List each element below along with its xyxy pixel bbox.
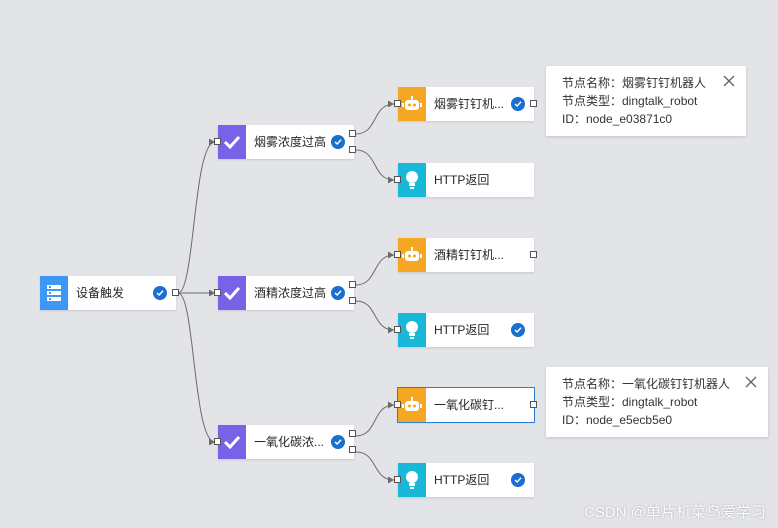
- node-http-smoke[interactable]: HTTP返回: [394, 163, 534, 197]
- node-http-alcohol[interactable]: HTTP返回: [394, 313, 534, 347]
- close-icon[interactable]: [744, 375, 758, 389]
- server-icon: [40, 276, 68, 310]
- output-port-true[interactable]: [349, 130, 356, 137]
- check-circle-icon: [331, 435, 345, 449]
- input-port[interactable]: [214, 138, 221, 145]
- output-port-false[interactable]: [349, 446, 356, 453]
- tooltip-node-id: ID：node_e5ecb5e0: [562, 413, 673, 427]
- node-robot-smoke[interactable]: 烟雾钉钉机...: [394, 87, 537, 121]
- tooltip-node-id: ID：node_e03871c0: [562, 112, 673, 126]
- edge-co-http: [355, 451, 395, 481]
- output-port-true[interactable]: [349, 281, 356, 288]
- close-icon[interactable]: [722, 74, 736, 88]
- check-mark-icon: [218, 276, 246, 310]
- check-circle-icon: [331, 135, 345, 149]
- input-port[interactable]: [394, 401, 401, 408]
- node-label: HTTP返回: [434, 473, 490, 487]
- robot-icon: [398, 388, 426, 422]
- node-device-trigger[interactable]: 设备触发: [40, 276, 179, 310]
- node-label: HTTP返回: [434, 323, 490, 337]
- node-label: 烟雾浓度过高: [254, 135, 327, 149]
- node-label: 酒精浓度过高: [254, 286, 327, 300]
- tooltip-node-type: 节点类型：dingtalk_robot: [562, 395, 698, 409]
- check-mark-icon: [218, 125, 246, 159]
- node-http-co[interactable]: HTTP返回: [394, 463, 534, 497]
- input-port[interactable]: [214, 438, 221, 445]
- node-info-tooltip: 节点名称：一氧化碳钉钉机器人 节点类型：dingtalk_robot ID：no…: [546, 367, 768, 437]
- output-port[interactable]: [530, 401, 537, 408]
- bulb-icon: [398, 163, 426, 197]
- output-port-false[interactable]: [349, 297, 356, 304]
- check-circle-icon: [153, 286, 167, 300]
- bulb-icon: [398, 463, 426, 497]
- bulb-icon: [398, 313, 426, 347]
- input-port[interactable]: [394, 251, 401, 258]
- edge-trigger-co: [177, 292, 216, 443]
- input-port[interactable]: [394, 476, 401, 483]
- check-mark-icon: [218, 425, 246, 459]
- tooltip-node-name: 节点名称：一氧化碳钉钉机器人: [562, 377, 731, 391]
- edge-alcohol-robot: [355, 254, 395, 286]
- watermark: CSDN @单片机菜鸟爱学习: [584, 504, 766, 521]
- input-port[interactable]: [394, 176, 401, 183]
- node-robot-co[interactable]: 一氧化碳钉...: [394, 387, 537, 423]
- node-label: HTTP返回: [434, 173, 490, 187]
- output-port-false[interactable]: [349, 146, 356, 153]
- check-circle-icon: [511, 97, 525, 111]
- node-label: 一氧化碳钉...: [434, 398, 505, 412]
- output-port-true[interactable]: [349, 430, 356, 437]
- node-condition-alcohol[interactable]: 酒精浓度过高: [214, 276, 356, 310]
- node-label: 一氧化碳浓...: [254, 435, 325, 449]
- node-label: 酒精钉钉机...: [434, 248, 505, 262]
- check-circle-icon: [331, 286, 345, 300]
- node-info-tooltip: 节点名称：烟雾钉钉机器人 节点类型：dingtalk_robot ID：node…: [546, 66, 746, 136]
- robot-icon: [398, 87, 426, 121]
- input-port[interactable]: [214, 289, 221, 296]
- robot-icon: [398, 238, 426, 272]
- node-label: 烟雾钉钉机...: [434, 97, 505, 111]
- edge-co-robot: [355, 404, 395, 437]
- input-port[interactable]: [394, 100, 401, 107]
- node-condition-smoke[interactable]: 烟雾浓度过高: [214, 125, 356, 159]
- output-port[interactable]: [530, 100, 537, 107]
- tooltip-node-type: 节点类型：dingtalk_robot: [562, 94, 698, 108]
- tooltip-node-name: 节点名称：烟雾钉钉机器人: [562, 76, 707, 90]
- output-port[interactable]: [530, 251, 537, 258]
- check-circle-icon: [511, 473, 525, 487]
- edge-alcohol-http: [355, 300, 395, 331]
- edge-trigger-smoke: [177, 141, 216, 294]
- node-robot-alcohol[interactable]: 酒精钉钉机...: [394, 238, 537, 272]
- edge-smoke-http: [355, 149, 395, 181]
- output-port[interactable]: [172, 289, 179, 296]
- edge-smoke-robot: [355, 103, 395, 135]
- edge-arrowheads: [209, 100, 394, 484]
- input-port[interactable]: [394, 326, 401, 333]
- check-circle-icon: [511, 323, 525, 337]
- node-condition-co[interactable]: 一氧化碳浓...: [214, 425, 356, 459]
- node-label: 设备触发: [76, 286, 125, 300]
